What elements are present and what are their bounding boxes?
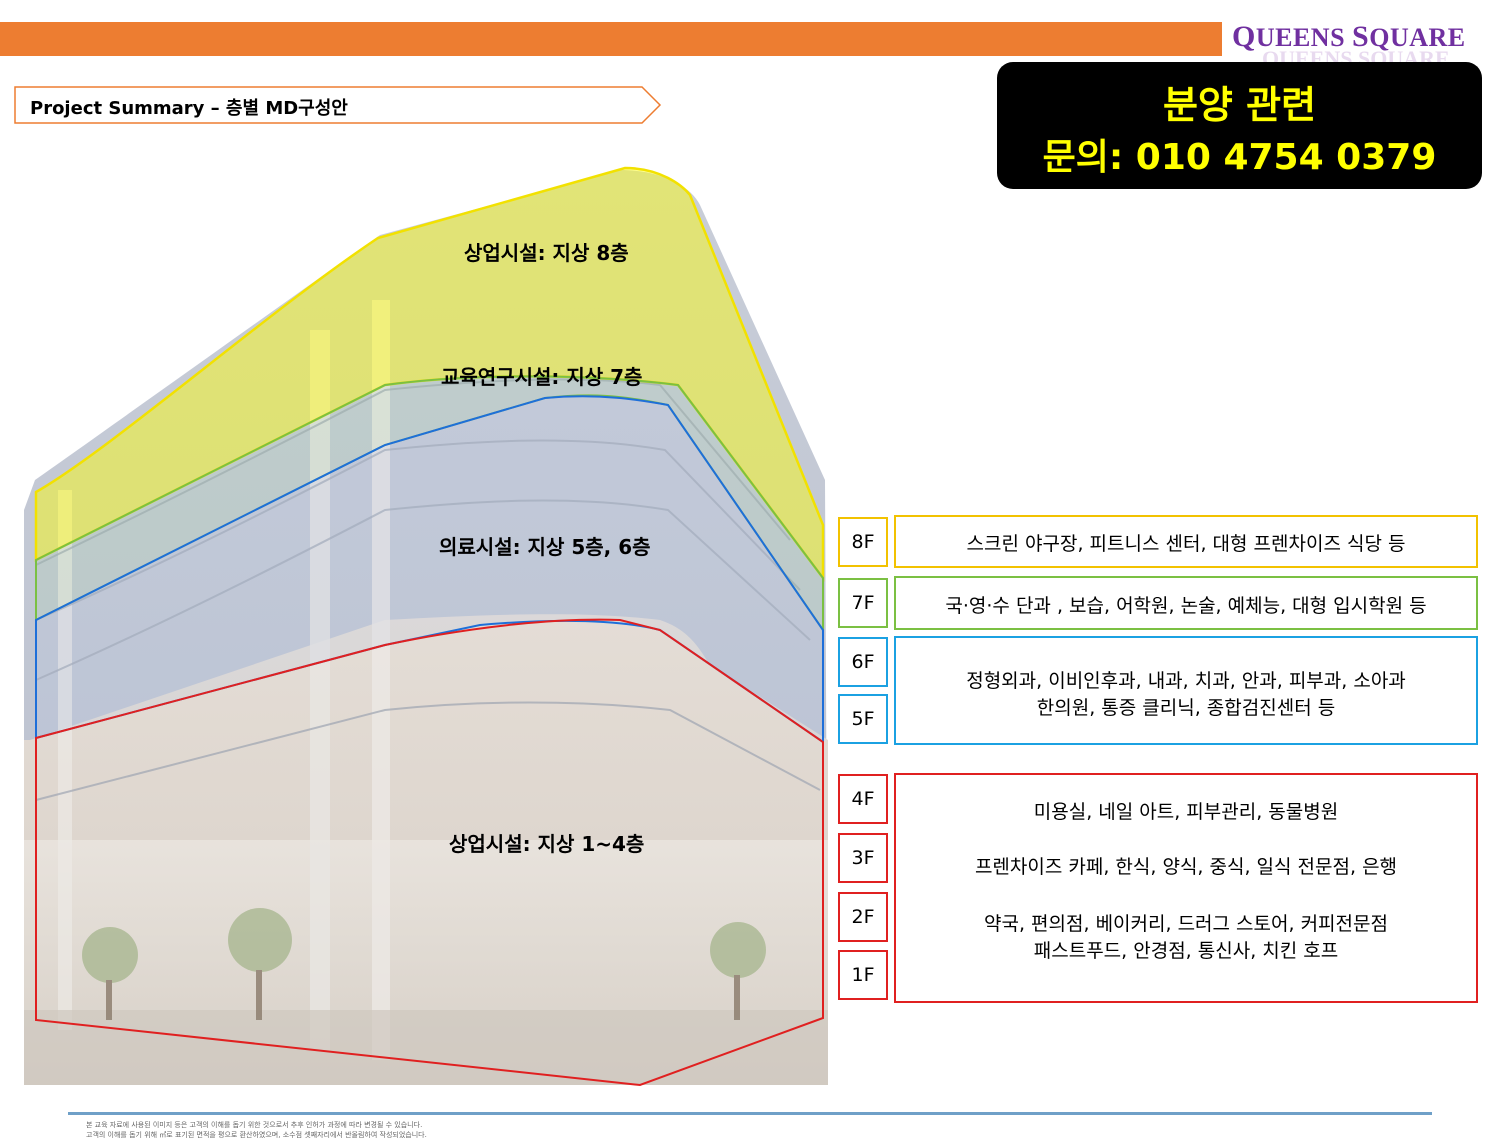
floor-tag-5f: 5F (838, 694, 888, 744)
floor-tag-7f: 7F (838, 578, 888, 628)
building-pillar (310, 330, 330, 1050)
floor-tag-8f: 8F (838, 517, 888, 567)
desc-floor-8: 스크린 야구장, 피트니스 센터, 대형 프렌차이즈 식당 등 (894, 515, 1478, 568)
floor-tag-6f: 6F (838, 637, 888, 687)
building-rendering (24, 166, 828, 1087)
sidewalk (24, 1010, 828, 1085)
floor-tag-4f: 4F (838, 774, 888, 824)
floor-tag-1f: 1F (838, 950, 888, 1000)
sales-contact-box: 분양 관련 문의: 010 4754 0379 (997, 62, 1482, 189)
label-floor-7: 교육연구시설: 지상 7층 (441, 365, 643, 389)
desc-floor-1-4: 미용실, 네일 아트, 피부관리, 동물병원 프렌차이즈 카페, 한식, 양식,… (894, 773, 1478, 1003)
floor-tag-2f: 2F (838, 892, 888, 942)
building-pillar (372, 300, 390, 1060)
project-summary-tag: Project Summary – 층별 MD구성안 (14, 86, 662, 124)
contact-phone: 문의: 010 4754 0379 (1042, 137, 1437, 178)
floor-1-4-highlight (35, 618, 824, 1087)
footer-divider (68, 1112, 1432, 1115)
summary-arrow-outline (14, 86, 662, 124)
label-floor-1-4: 상업시설: 지상 1~4층 (449, 832, 645, 856)
queens-square-logo: QUEENS SQUARE (1232, 20, 1466, 53)
contact-heading: 분양 관련 (1162, 83, 1317, 127)
building-floor-bands (35, 378, 821, 801)
building-pillar (58, 490, 72, 1030)
label-floor-8: 상업시설: 지상 8층 (464, 241, 629, 265)
footer-disclaimer: 본 교육 자료에 사용된 이미지 등은 고객의 이해를 돕기 위한 것으로서 추… (86, 1121, 427, 1139)
desc-floor-5-6: 정형외과, 이비인후과, 내과, 치과, 안과, 피부과, 소아과 한의원, 통… (894, 636, 1478, 745)
desc-floor-7: 국·영·수 단과 , 보습, 어학원, 논술, 예체능, 대형 입시학원 등 (894, 576, 1478, 630)
floor-tag-3f: 3F (838, 833, 888, 883)
label-floor-5-6: 의료시설: 지상 5층, 6층 (439, 535, 651, 559)
header-accent-bar (0, 22, 1222, 56)
project-summary-title: Project Summary – 층별 MD구성안 (30, 98, 348, 119)
street-trees (82, 908, 766, 1020)
